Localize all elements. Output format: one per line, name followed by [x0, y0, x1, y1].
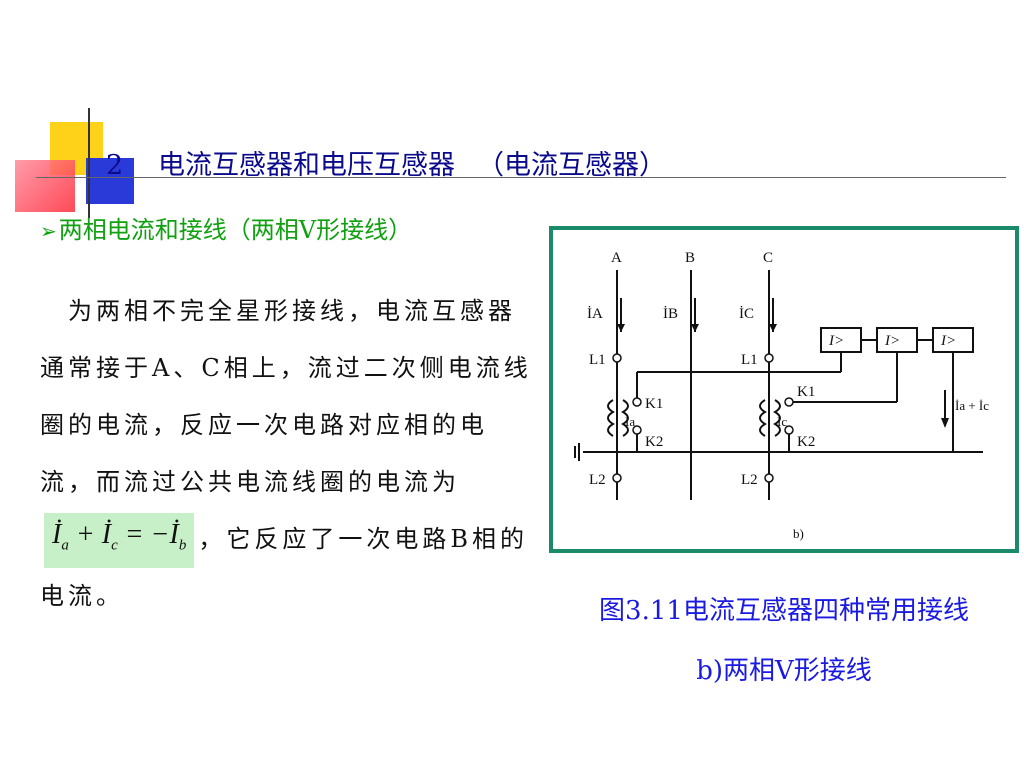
subheading-text: 两相电流和接线（两相V形接线） — [58, 216, 413, 244]
v-connection-diagram: A B C İA İB İC L1 L2 L1 L2 K1 K2 K1 K2 İ… — [574, 250, 989, 541]
section-subheading: ➢两相电流和接线（两相V形接线） — [40, 210, 412, 245]
figure-caption-line2: b)两相V形接线 — [696, 656, 872, 686]
circuit-figure: A B C İA İB İC L1 L2 L1 L2 K1 K2 K1 K2 İ… — [549, 226, 1019, 553]
body-text-part1: 为两相不完全星形接线，电流互感器通常接于A、C相上，流过二次侧电流线圈的电流，反… — [40, 297, 532, 496]
svg-text:İa + İc: İa + İc — [955, 398, 989, 413]
svg-text:I>: I> — [828, 333, 844, 349]
svg-text:L2: L2 — [589, 472, 606, 488]
svg-text:İa: İa — [625, 414, 635, 429]
title-main: 电流互感器和电压互感器 — [158, 150, 455, 181]
bullet-arrow-icon: ➢ — [40, 219, 57, 243]
svg-text:İC: İC — [739, 306, 754, 322]
page-title: 2 电流互感器和电压互感器 （电流互感器） — [106, 143, 666, 182]
svg-text:b): b) — [793, 526, 804, 541]
svg-text:I>: I> — [884, 333, 900, 349]
current-formula: İa + İc = −İb — [44, 513, 195, 568]
title-number: 2 — [106, 150, 124, 181]
svg-text:A: A — [611, 250, 622, 266]
svg-text:L1: L1 — [589, 352, 606, 368]
svg-text:B: B — [685, 250, 695, 266]
figure-caption-line1: 图3.11电流互感器四种常用接线 — [599, 596, 969, 626]
svg-text:I>: I> — [940, 333, 956, 349]
svg-text:İB: İB — [663, 306, 678, 322]
svg-text:K2: K2 — [645, 434, 663, 450]
deco-vertical-line — [88, 108, 90, 218]
svg-text:C: C — [763, 250, 773, 266]
svg-text:L1: L1 — [741, 352, 758, 368]
body-text-part2: ，它反应了一次电路B相的电流。 — [40, 525, 528, 610]
deco-red-square — [15, 160, 75, 212]
title-paren: （电流互感器） — [477, 150, 666, 181]
body-paragraph: 为两相不完全星形接线，电流互感器通常接于A、C相上，流过二次侧电流线圈的电流，反… — [40, 283, 535, 625]
svg-text:L2: L2 — [741, 472, 758, 488]
svg-text:K1: K1 — [797, 384, 815, 400]
svg-text:İA: İA — [587, 306, 603, 322]
svg-text:K2: K2 — [797, 434, 815, 450]
deco-blue-square — [86, 158, 134, 204]
svg-text:İc: İc — [777, 414, 787, 429]
deco-horizontal-line — [36, 177, 1006, 178]
svg-text:K1: K1 — [645, 396, 663, 412]
